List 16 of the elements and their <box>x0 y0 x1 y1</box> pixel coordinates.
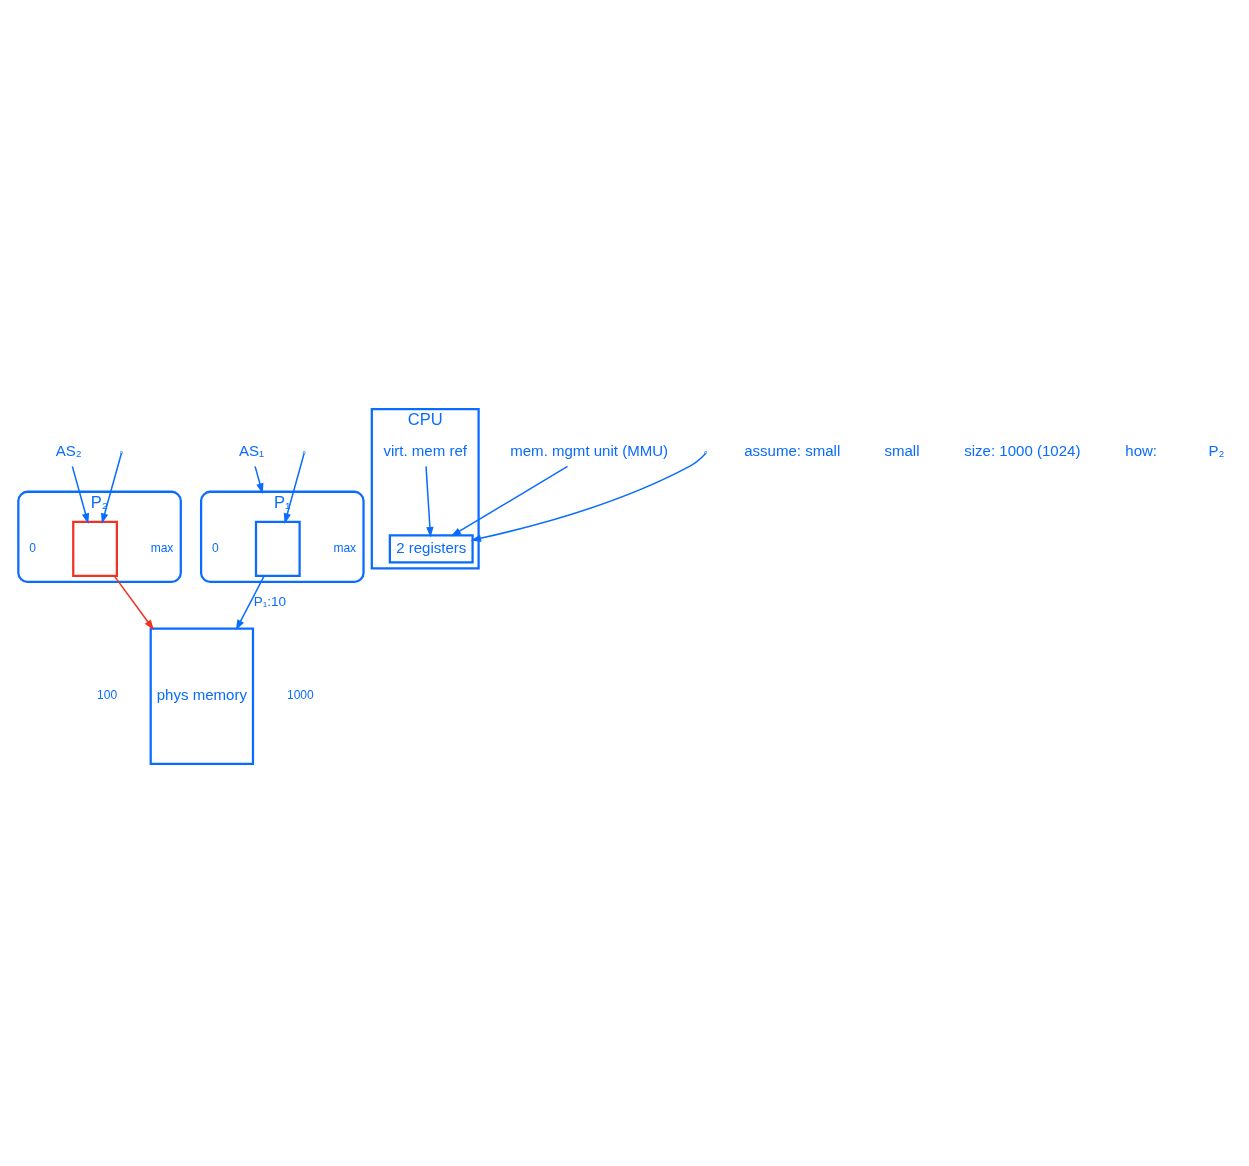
node-text: virt. mem ref <box>383 441 467 459</box>
edge-label: P₁:10 <box>253 593 287 609</box>
label: small <box>884 441 920 459</box>
node-label: 100 <box>97 687 118 702</box>
node-label: 0 <box>29 540 36 555</box>
label: how: <box>1125 441 1158 459</box>
label: P₂ <box>1208 441 1225 459</box>
node-text: AS₂ <box>55 441 82 459</box>
node-label: 0 <box>212 540 219 555</box>
node-text: mem. mgmt unit (MMU) <box>510 441 669 459</box>
node-text: AS₁ <box>238 441 265 459</box>
label: assume: small <box>744 441 841 459</box>
label: size: 1000 (1024) <box>964 441 1081 459</box>
node-label: 1000 <box>287 687 314 702</box>
node-label: max <box>333 540 357 555</box>
node-label: max <box>150 540 174 555</box>
